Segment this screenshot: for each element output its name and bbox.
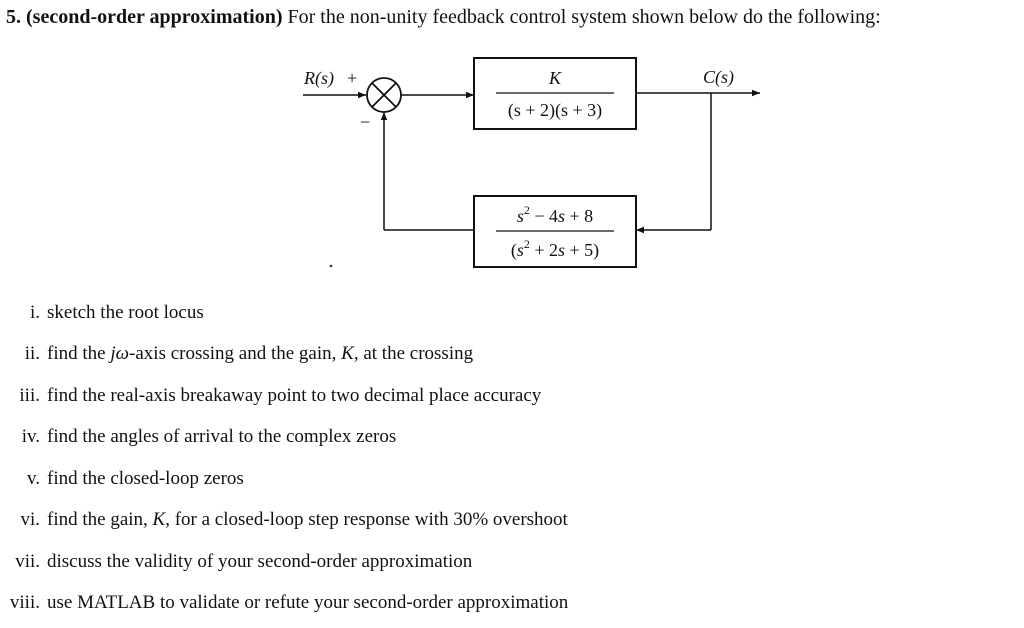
summing-junction: [366, 77, 402, 113]
problem-header: 5. (second-order approximation) For the …: [6, 4, 1022, 30]
task-text-part: use MATLAB to validate or refute your se…: [47, 592, 569, 613]
task-text: find the real-axis breakaway point to tw…: [47, 383, 541, 409]
task-text-part: , for a closed-loop step response with 3…: [165, 509, 568, 530]
math-symbol: jω: [110, 343, 130, 364]
task-text-part: find the: [47, 343, 111, 364]
problem-instruction: For the non-unity feedback control syste…: [287, 6, 881, 28]
plus-sign: +: [347, 68, 357, 88]
feedback-numerator: s2 − 4s + 8: [517, 203, 593, 226]
feedback-denominator: (s2 + 2s + 5): [511, 237, 599, 261]
input-label: R(s): [303, 68, 334, 89]
task-numeral: iv.: [21, 426, 40, 447]
minus-sign: −: [360, 112, 370, 132]
task-text: find the angles of arrival to the comple…: [47, 424, 396, 450]
forward-transfer-block: K (s + 2)(s + 3): [473, 57, 637, 130]
task-numeral: ii.: [24, 343, 40, 364]
task-text: find the closed-loop zeros: [47, 466, 244, 492]
task-numeral: i.: [29, 302, 40, 323]
problem-number: 5.: [6, 6, 21, 28]
task-text: use MATLAB to validate or refute your se…: [47, 590, 568, 616]
task-numeral: vi.: [20, 509, 40, 530]
task-text-part: sketch the root locus: [47, 302, 204, 323]
task-text: find the gain, K, for a closed-loop step…: [47, 507, 568, 533]
task-numeral: v.: [26, 468, 40, 489]
forward-denominator: (s + 2)(s + 3): [508, 100, 602, 121]
task-text-part: find the gain,: [47, 509, 153, 530]
task-text-part: -axis crossing and the gain,: [129, 343, 342, 364]
forward-numerator: K: [548, 68, 562, 88]
task-text-part: find the real-axis breakaway point to tw…: [47, 385, 542, 406]
task-text-part: , at the crossing: [353, 343, 474, 364]
task-text-part: find the closed-loop zeros: [47, 468, 244, 489]
math-symbol: K: [341, 343, 354, 364]
task-numeral: viii.: [9, 592, 40, 613]
task-numeral: iii.: [19, 385, 40, 406]
output-label: C(s): [703, 67, 734, 88]
task-text-part: discuss the validity of your second-orde…: [47, 551, 473, 572]
math-symbol: K: [152, 509, 166, 530]
task-text-part: find the angles of arrival to the comple…: [47, 426, 397, 447]
stray-dot: [329, 264, 333, 268]
task-text: find the jω-axis crossing and the gain, …: [47, 341, 473, 367]
task-numeral: vii.: [15, 551, 40, 572]
problem-title: (second-order approximation): [26, 6, 283, 28]
task-text: discuss the validity of your second-orde…: [47, 549, 472, 575]
feedback-transfer-block: s2 − 4s + 8 (s2 + 2s + 5): [473, 195, 637, 268]
block-diagram: R(s) + − K (s + 2)(s + 3) C(s) s2 − 4s +…: [303, 57, 760, 268]
task-text: sketch the root locus: [47, 300, 204, 326]
